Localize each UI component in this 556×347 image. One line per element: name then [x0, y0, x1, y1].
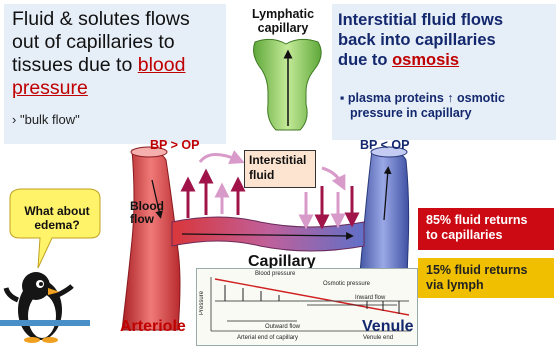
bp-greater-op-label: BP > OP	[150, 138, 199, 152]
lymph-return-box: 15% fluid returns via lymph	[418, 258, 554, 298]
bubble-line: What about	[16, 204, 98, 218]
capillary-return-line: 85% fluid returns	[426, 213, 546, 228]
penguin-icon	[6, 272, 72, 343]
outward-flow-label: Outward flow	[265, 324, 300, 330]
interstitial-line: fluid	[249, 168, 311, 183]
lymphatic-capillary-label: Lymphatic capillary	[238, 7, 328, 35]
speech-bubble-text: What about edema?	[16, 204, 98, 232]
arterial-end-label: Arterial end of capillary	[237, 335, 298, 341]
arteriole-vessel	[122, 150, 180, 330]
lymph-return-line: 15% fluid returns	[426, 263, 546, 278]
venule-label: Venule	[362, 318, 414, 336]
lymph-return-line: via lymph	[426, 278, 546, 293]
interstitial-line: Interstitial	[249, 153, 311, 168]
from-interstitial-arrow	[322, 168, 342, 184]
blood-flow-label: Blood flow	[130, 200, 164, 226]
to-interstitial-arrow	[200, 154, 238, 162]
blood-pressure-label: Blood pressure	[255, 271, 295, 277]
pressure-axis-label: Pressure	[199, 291, 205, 315]
blood-flow-line: flow	[130, 213, 164, 226]
lymph-label-line: Lymphatic	[238, 7, 328, 21]
osmotic-pressure-label: Osmotic pressure	[323, 281, 370, 287]
inward-flow-label: Inward flow	[355, 295, 385, 301]
outward-flow-arrows	[188, 176, 238, 218]
bubble-line: edema?	[16, 218, 98, 232]
bp-less-op-label: BP < OP	[360, 138, 409, 152]
capillary-return-box: 85% fluid returns to capillaries	[418, 208, 554, 250]
interstitial-fluid-box: Interstitial fluid	[244, 150, 316, 188]
capillary-return-line: to capillaries	[426, 228, 546, 243]
ground-stripe	[0, 320, 90, 326]
inward-flow-arrows	[306, 186, 352, 222]
arteriole-label: Arteriole	[120, 318, 186, 336]
lymph-label-line: capillary	[238, 21, 328, 35]
outward-flow-graph-arrows	[225, 285, 279, 301]
